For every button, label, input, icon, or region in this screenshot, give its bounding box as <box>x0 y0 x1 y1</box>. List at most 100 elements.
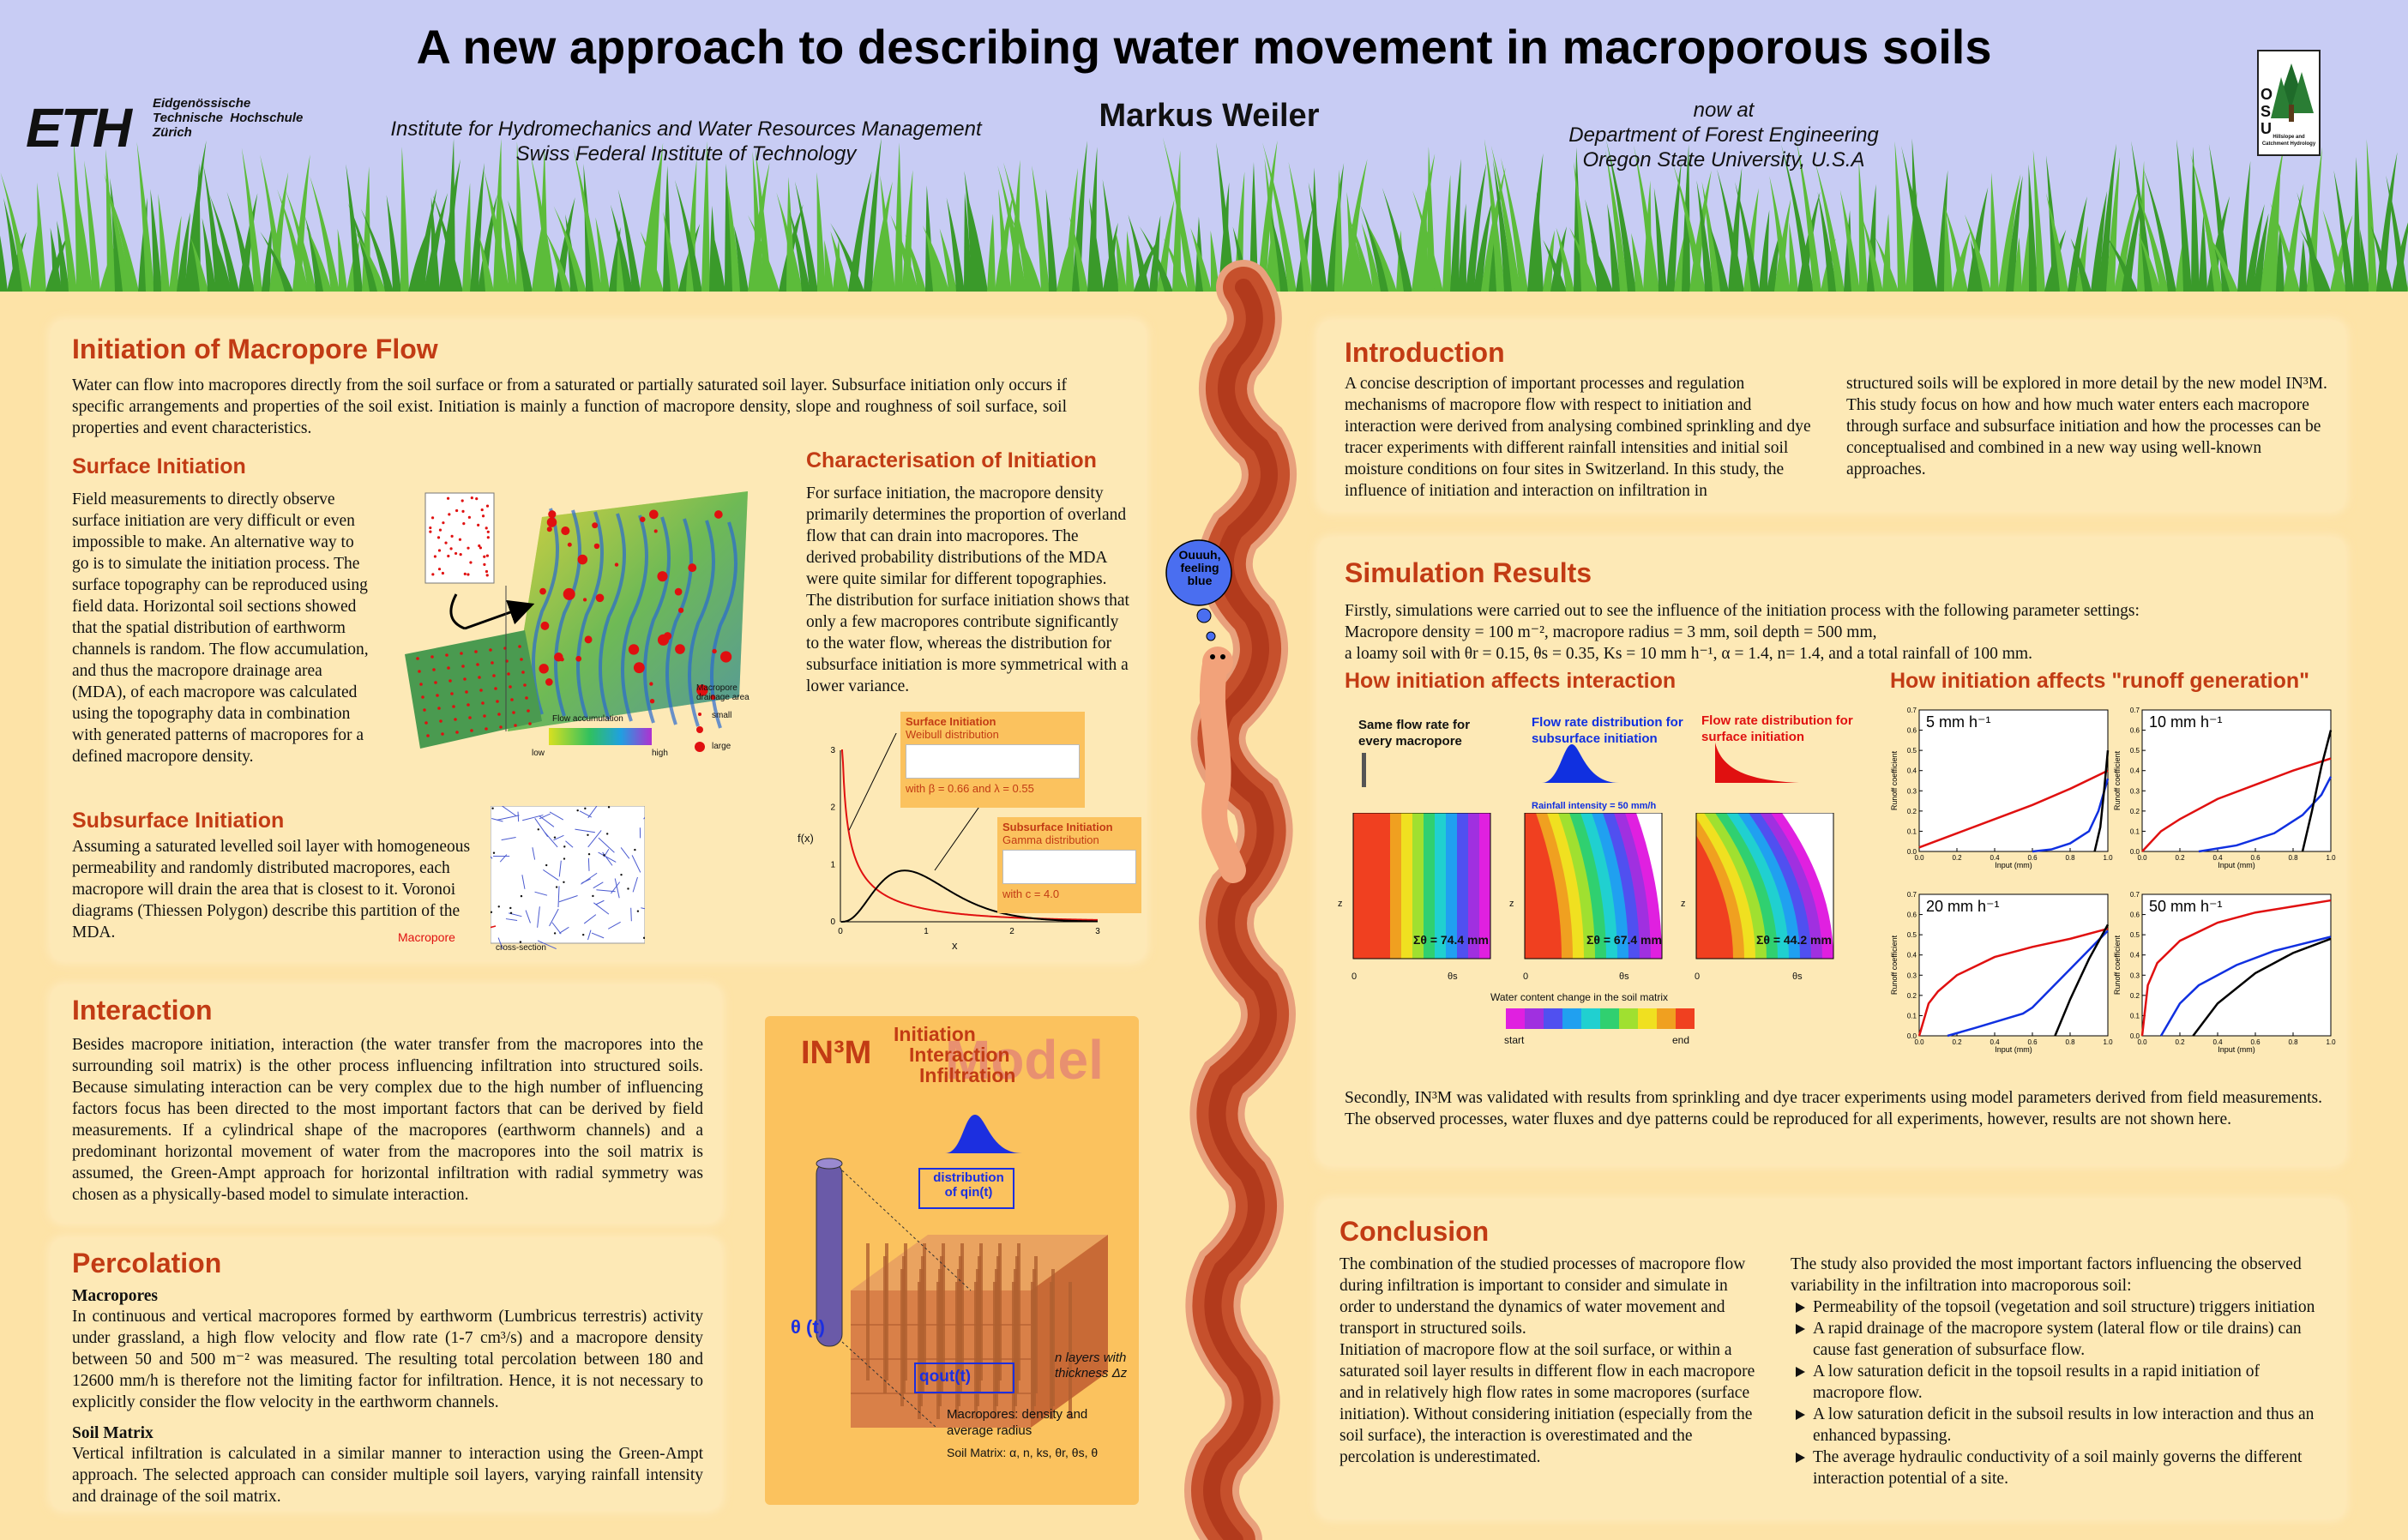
legend-label: small <box>712 711 732 720</box>
x-tick-label: 0.0 <box>1914 1038 1924 1046</box>
introduction-col1: A concise description of important proce… <box>1345 375 1811 500</box>
x-axis-label: Input (mm) <box>2218 861 2255 869</box>
legend-label: Flow accumulation <box>552 714 623 724</box>
surface-topography-figure <box>405 491 748 749</box>
panel-label: 20 mm h⁻¹ <box>1926 898 2000 915</box>
x-tick-label: 0.8 <box>2288 1038 2298 1046</box>
series-line <box>2140 899 2332 1037</box>
y-tick-label: 0.6 <box>2130 911 2140 919</box>
section-title: Initiation of Macropore Flow <box>72 334 438 364</box>
simulation-results-section: Simulation Results Firstly, simulations … <box>1319 538 2345 1164</box>
author-name: Markus Weiler <box>1099 98 1320 134</box>
x-tick-label: 0.8 <box>2288 854 2298 862</box>
x-tick-label: 0 <box>838 927 843 936</box>
y-tick-label: 1 <box>830 860 835 869</box>
section-title: Introduction <box>1345 337 1505 368</box>
y-tick-label: 0.3 <box>2130 972 2140 979</box>
surface-initiation-text: Field measurements to directly observe s… <box>72 490 369 766</box>
y-tick-label: 3 <box>830 746 835 755</box>
subsection-title: Surface Initiation <box>72 454 246 478</box>
legend-label: low <box>532 749 545 758</box>
x-tick-label: 0.2 <box>1952 854 1962 862</box>
soil-matrix-text: Vertical infiltration is calculated in a… <box>72 1445 703 1506</box>
grass-decoration <box>0 137 2408 292</box>
subsection-title: Characterisation of Initiation <box>806 448 1097 472</box>
y-tick-label: 0.1 <box>1907 1012 1917 1020</box>
y-tick-label: 0.4 <box>2130 767 2140 775</box>
model-diagram: Model IN³M Initiation Interaction Infilt… <box>765 1016 1139 1505</box>
x-tick-label: 3 <box>1095 927 1100 936</box>
x-tick-label: 0.8 <box>2065 854 2075 862</box>
legend-label: high <box>652 749 668 758</box>
weibull-formula <box>906 744 1080 779</box>
conclusion-section: Conclusion The combination of the studie… <box>1319 1200 2345 1518</box>
introduction-section: Introduction A concise description of im… <box>1319 322 2345 510</box>
y-axis-label: Runoff coefficient <box>2113 750 2122 810</box>
y-axis-label: f(x) <box>798 832 814 845</box>
interaction-section: Interaction Besides macropore initiation… <box>51 986 720 1222</box>
y-tick-label: 2 <box>830 803 835 813</box>
panel-label: 5 mm h⁻¹ <box>1926 713 1991 731</box>
y-axis-label: Runoff coefficient <box>1890 750 1899 810</box>
y-tick-label: 0.3 <box>1907 787 1917 795</box>
series-line <box>2032 778 2110 853</box>
y-tick-label: 0.2 <box>2130 992 2140 1000</box>
y-tick-label: 0.3 <box>1907 972 1917 979</box>
x-axis-label: x <box>952 939 958 952</box>
y-tick-label: 0 <box>830 917 835 927</box>
characterisation-text: For surface initiation, the macropore de… <box>806 484 1129 695</box>
poster-header: A new approach to describing water movem… <box>0 0 2408 292</box>
y-tick-label: 0.3 <box>2130 787 2140 795</box>
subsurface-distribution-box: Subsurface Initiation Gamma distribution… <box>997 817 1141 913</box>
x-tick-label: 0.2 <box>2175 854 2185 862</box>
y-tick-label: 0.5 <box>1907 931 1917 939</box>
conclusion-bullet: A low saturation deficit in the topsoil … <box>1791 1361 2322 1404</box>
series-line <box>1918 769 2109 849</box>
y-tick-label: 0.7 <box>1907 707 1917 714</box>
y-tick-label: 0.4 <box>1907 767 1917 775</box>
y-tick-label: 0.2 <box>1907 992 1917 1000</box>
y-tick-label: 0.2 <box>1907 808 1917 815</box>
x-tick-label: 1.0 <box>2103 1038 2113 1046</box>
gamma-formula <box>1002 850 1136 884</box>
flow-distribution-icons <box>1362 743 1799 787</box>
x-tick-label: 0.2 <box>1952 1038 1962 1046</box>
conclusion-bullet: The average hydraulic conductivity of a … <box>1791 1447 2322 1489</box>
institute-affiliation: Institute for Hydromechanics and Water R… <box>390 117 982 165</box>
series-line <box>2192 937 2332 1037</box>
flow-accumulation-legend <box>549 728 652 745</box>
eth-logo-subtitle: Eidgenössische Technische Hochschule Zür… <box>153 96 304 140</box>
x-tick-label: 0.6 <box>2250 1038 2261 1046</box>
voronoi-diagram <box>491 806 645 950</box>
macropore-label: Macropore <box>398 930 455 944</box>
x-tick-label: 1.0 <box>2326 854 2336 862</box>
x-tick-label: 0.0 <box>1914 854 1924 862</box>
y-axis-label: Runoff coefficient <box>2113 935 2122 995</box>
y-tick-label: 0.6 <box>1907 911 1917 919</box>
conclusion-bullet: A low saturation deficit in the subsoil … <box>1791 1404 2322 1447</box>
y-axis-label: Runoff coefficient <box>1890 935 1899 995</box>
initiation-section: Initiation of Macropore Flow Water can f… <box>51 322 1145 960</box>
soil-block-illustration <box>816 1115 1108 1429</box>
y-tick-label: 0.7 <box>2130 707 2140 714</box>
x-axis-label: Input (mm) <box>2218 1045 2255 1054</box>
x-tick-label: 0.6 <box>2250 854 2261 862</box>
x-tick-label: 0.6 <box>2027 854 2038 862</box>
subsection-title: How initiation affects interaction <box>1345 669 1677 693</box>
department-affiliation: now at Department of Forest Engineering … <box>1568 99 1879 171</box>
cross-section-label: cross-section <box>496 943 546 953</box>
y-tick-label: 0.1 <box>1907 827 1917 835</box>
macropores-text: In continuous and vertical macropores fo… <box>72 1308 703 1411</box>
model-bg-word: Model <box>945 1029 1104 1091</box>
earthworm-icon <box>1199 647 1246 883</box>
x-tick-label: 1.0 <box>2103 854 2113 862</box>
y-tick-label: 0.0 <box>2130 1032 2140 1040</box>
series-line <box>2093 750 2110 852</box>
x-tick-label: 1 <box>924 927 929 936</box>
subsection-heading: Macropores <box>72 1287 159 1305</box>
y-tick-label: 0.1 <box>2130 827 2140 835</box>
section-title: Interaction <box>72 995 213 1026</box>
x-tick-label: 0.8 <box>2065 1038 2075 1046</box>
panel-label: 50 mm h⁻¹ <box>2149 898 2223 915</box>
legend-label: large <box>712 742 731 751</box>
